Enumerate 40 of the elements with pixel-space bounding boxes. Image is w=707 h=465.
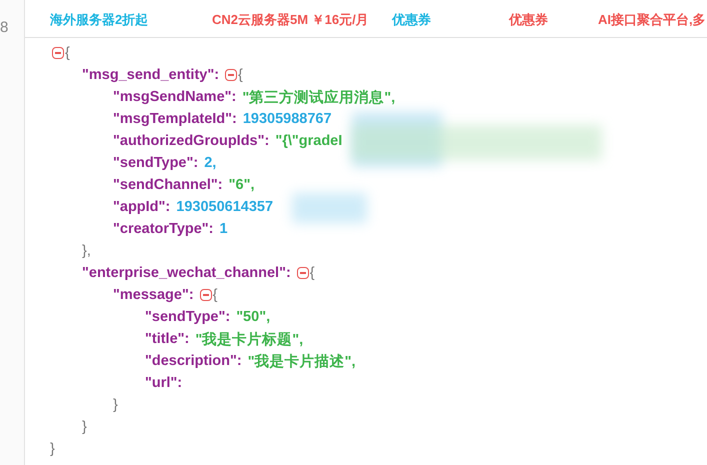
- json-key: "creatorType":: [113, 221, 214, 237]
- json-number: 2,: [204, 155, 216, 171]
- ad-link: 优惠券: [509, 11, 548, 29]
- blurred-region: [352, 112, 442, 167]
- ad-link: AI接口聚合平台,多: [598, 11, 706, 29]
- ad-link: 海外服务器2折起: [50, 11, 148, 29]
- json-string: "6",: [228, 177, 254, 193]
- json-key: "sendType":: [113, 155, 198, 171]
- json-bracket: }: [113, 397, 118, 413]
- blurred-region: [292, 193, 367, 223]
- json-bracket: }: [50, 441, 55, 457]
- json-key: "msg_send_entity":: [82, 67, 220, 83]
- json-key: "authorizedGroupIds":: [113, 133, 270, 149]
- ad-link: CN2云服务器5M ￥16元/月: [212, 11, 369, 29]
- json-bracket: {: [212, 287, 218, 303]
- json-string: "我是卡片标题",: [195, 330, 304, 348]
- json-key: "enterprise_wechat_channel":: [82, 265, 291, 281]
- json-bracket: },: [82, 243, 91, 259]
- json-key: "message":: [113, 287, 194, 303]
- json-string: "我是卡片描述",: [248, 352, 356, 370]
- json-number: 19305988767: [242, 111, 332, 127]
- json-string: "第三方测试应用消息",: [242, 88, 396, 106]
- json-key: "title":: [145, 331, 190, 347]
- json-string: "50",: [236, 309, 270, 325]
- json-key: "msgTemplateId":: [113, 111, 237, 127]
- json-key: "url":: [145, 375, 182, 391]
- line-number: 8: [0, 19, 8, 36]
- ad-link: 优惠券: [392, 11, 431, 29]
- json-bracket: {: [65, 45, 70, 61]
- json-string: "{\"gradeI: [275, 133, 342, 149]
- json-key: "sendChannel":: [113, 177, 223, 193]
- json-number: 1: [220, 221, 228, 237]
- json-bracket: {: [310, 265, 315, 281]
- json-key: "sendType":: [145, 309, 230, 325]
- json-bracket: {: [238, 67, 243, 83]
- json-number: 193050614357: [176, 199, 274, 215]
- json-key: "appId":: [113, 199, 170, 215]
- json-key: "description":: [145, 353, 242, 369]
- json-bracket: }: [82, 419, 87, 435]
- json-key: "msgSendName":: [113, 89, 236, 105]
